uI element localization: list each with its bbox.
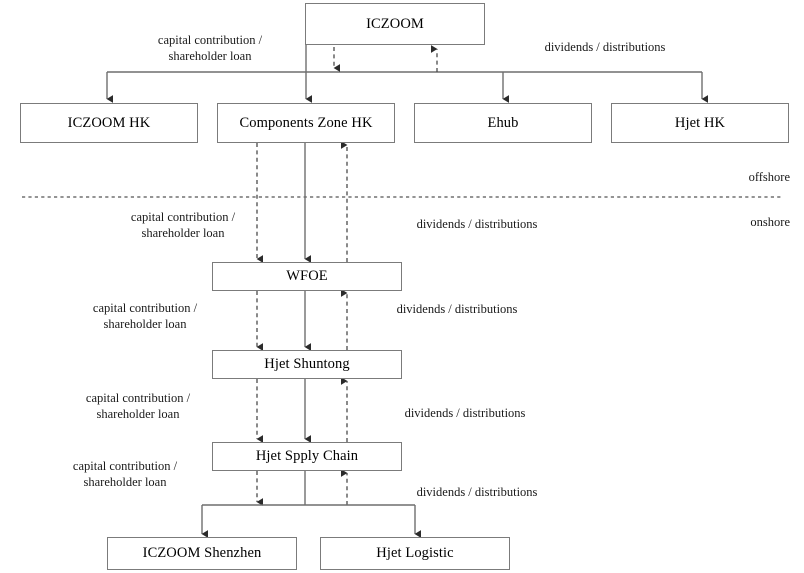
supply-to-bottom-connectors (201, 469, 421, 538)
label-offshore: offshore (748, 170, 790, 184)
top-distribution-connectors (106, 45, 708, 103)
node-hjet-hk[interactable]: Hjet HK (611, 103, 789, 143)
node-wfoe-label: WFOE (286, 268, 328, 284)
node-iczoom-shenzhen[interactable]: ICZOOM Shenzhen (107, 537, 297, 570)
node-hjet-shuntong[interactable]: Hjet Shuntong (212, 350, 402, 379)
node-hjet-logistic[interactable]: Hjet Logistic (320, 537, 510, 570)
label-capital-contribution-top: capital contribution / shareholder loan (157, 33, 263, 63)
node-iczoom-hk-label: ICZOOM HK (67, 114, 151, 131)
node-iczoom-shenzhen-label: ICZOOM Shenzhen (142, 545, 262, 561)
label-capital-contribution-wfoe: capital contribution / shareholder loan (130, 210, 236, 240)
node-hjet-shuntong-label: Hjet Shuntong (264, 356, 350, 372)
label-capital-contribution-bottom: capital contribution / shareholder loan (72, 459, 178, 489)
label-dividends-wfoe: dividends / distributions (416, 217, 538, 231)
node-iczoom-hk[interactable]: ICZOOM HK (20, 103, 198, 143)
node-iczoom-label: ICZOOM (366, 15, 424, 32)
node-hjet-hk-label: Hjet HK (674, 114, 726, 131)
node-hjet-spply-chain[interactable]: Hjet Spply Chain (212, 442, 402, 471)
label-dividends-top: dividends / distributions (544, 40, 666, 54)
label-dividends-shuntong: dividends / distributions (396, 302, 518, 316)
top-dashed-flows (333, 45, 438, 72)
node-hjet-logistic-label: Hjet Logistic (376, 545, 454, 561)
node-ehub[interactable]: Ehub (414, 103, 592, 143)
components-zone-to-wfoe-connectors (256, 141, 348, 263)
label-dividends-supply: dividends / distributions (404, 406, 526, 420)
node-ehub-label: Ehub (487, 114, 519, 131)
node-hjet-spply-chain-label: Hjet Spply Chain (255, 448, 359, 464)
node-iczoom[interactable]: ICZOOM (305, 3, 485, 45)
label-onshore: onshore (750, 215, 790, 229)
label-capital-contribution-shuntong: capital contribution / shareholder loan (92, 301, 198, 331)
node-components-zone-hk[interactable]: Components Zone HK (217, 103, 395, 143)
label-capital-contribution-supply: capital contribution / shareholder loan (85, 391, 191, 421)
wfoe-to-shuntong-connectors (256, 289, 348, 351)
node-components-zone-hk-label: Components Zone HK (239, 114, 373, 131)
shuntong-to-supply-connectors (256, 377, 348, 443)
label-dividends-bottom: dividends / distributions (416, 485, 538, 499)
node-wfoe[interactable]: WFOE (212, 262, 402, 291)
